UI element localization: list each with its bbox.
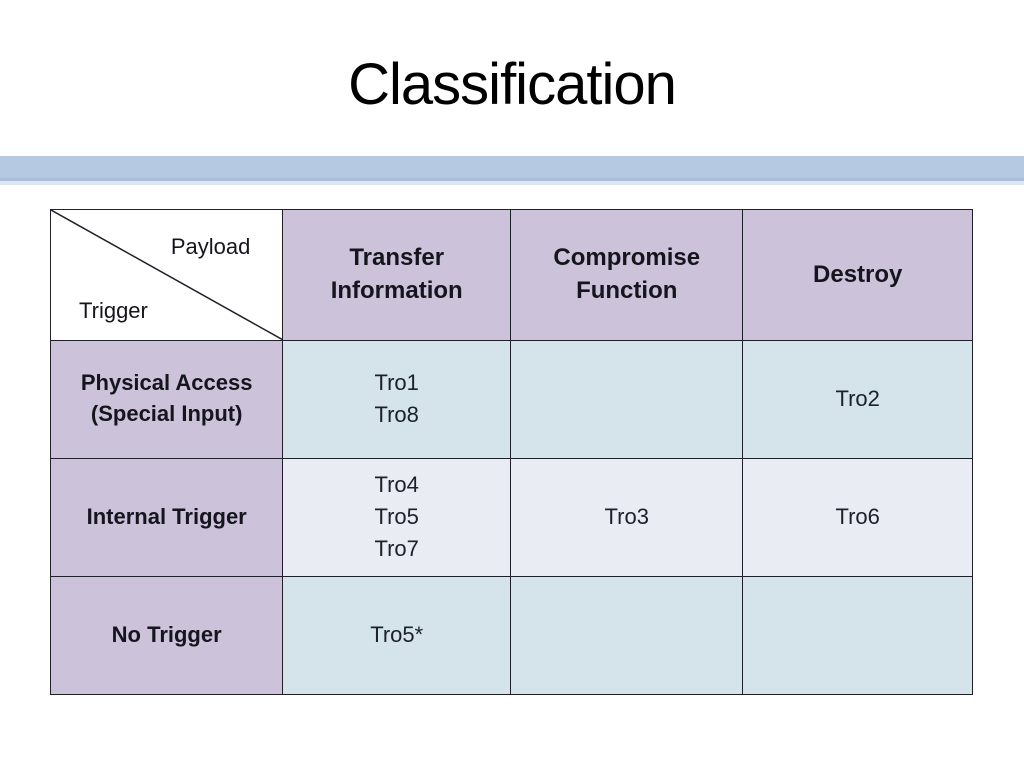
table-cell: Tro1 Tro8 [282, 339, 512, 459]
page-title: Classification [348, 52, 677, 117]
row-header-internal-trigger: Internal Trigger [49, 457, 284, 577]
column-header-destroy: Destroy [742, 209, 973, 341]
header-row: Payload Trigger Transfer Information Com… [49, 209, 973, 341]
table-cell [510, 575, 744, 695]
table-row-internal-trigger: Internal Trigger Tro4 Tro5 Tro7 Tro3 Tro… [49, 457, 973, 577]
table-cell: Tro4 Tro5 Tro7 [282, 457, 512, 577]
accent-bar [0, 156, 1024, 185]
table-cell: Tro5* [282, 575, 512, 695]
corner-cell: Payload Trigger [49, 209, 284, 341]
corner-payload-label: Payload [170, 234, 251, 259]
table-cell: Tro3 [510, 457, 744, 577]
diagonal-divider-line [51, 210, 282, 340]
column-header-transfer-information: Transfer Information [282, 209, 512, 341]
column-header-compromise-function: Compromise Function [510, 209, 744, 341]
row-header-no-trigger: No Trigger [49, 575, 284, 695]
table-cell [742, 575, 973, 695]
table-row-no-trigger: No Trigger Tro5* [49, 575, 973, 695]
corner-trigger-label: Trigger [79, 297, 148, 323]
classification-table: Payload Trigger Transfer Information Com… [49, 209, 973, 695]
table-row-physical-access: Physical Access (Special Input) Tro1 Tro… [49, 339, 973, 459]
table-cell: Tro2 [742, 339, 973, 459]
row-header-physical-access: Physical Access (Special Input) [49, 339, 284, 459]
table-cell: Tro6 [742, 457, 973, 577]
table-cell [510, 339, 744, 459]
